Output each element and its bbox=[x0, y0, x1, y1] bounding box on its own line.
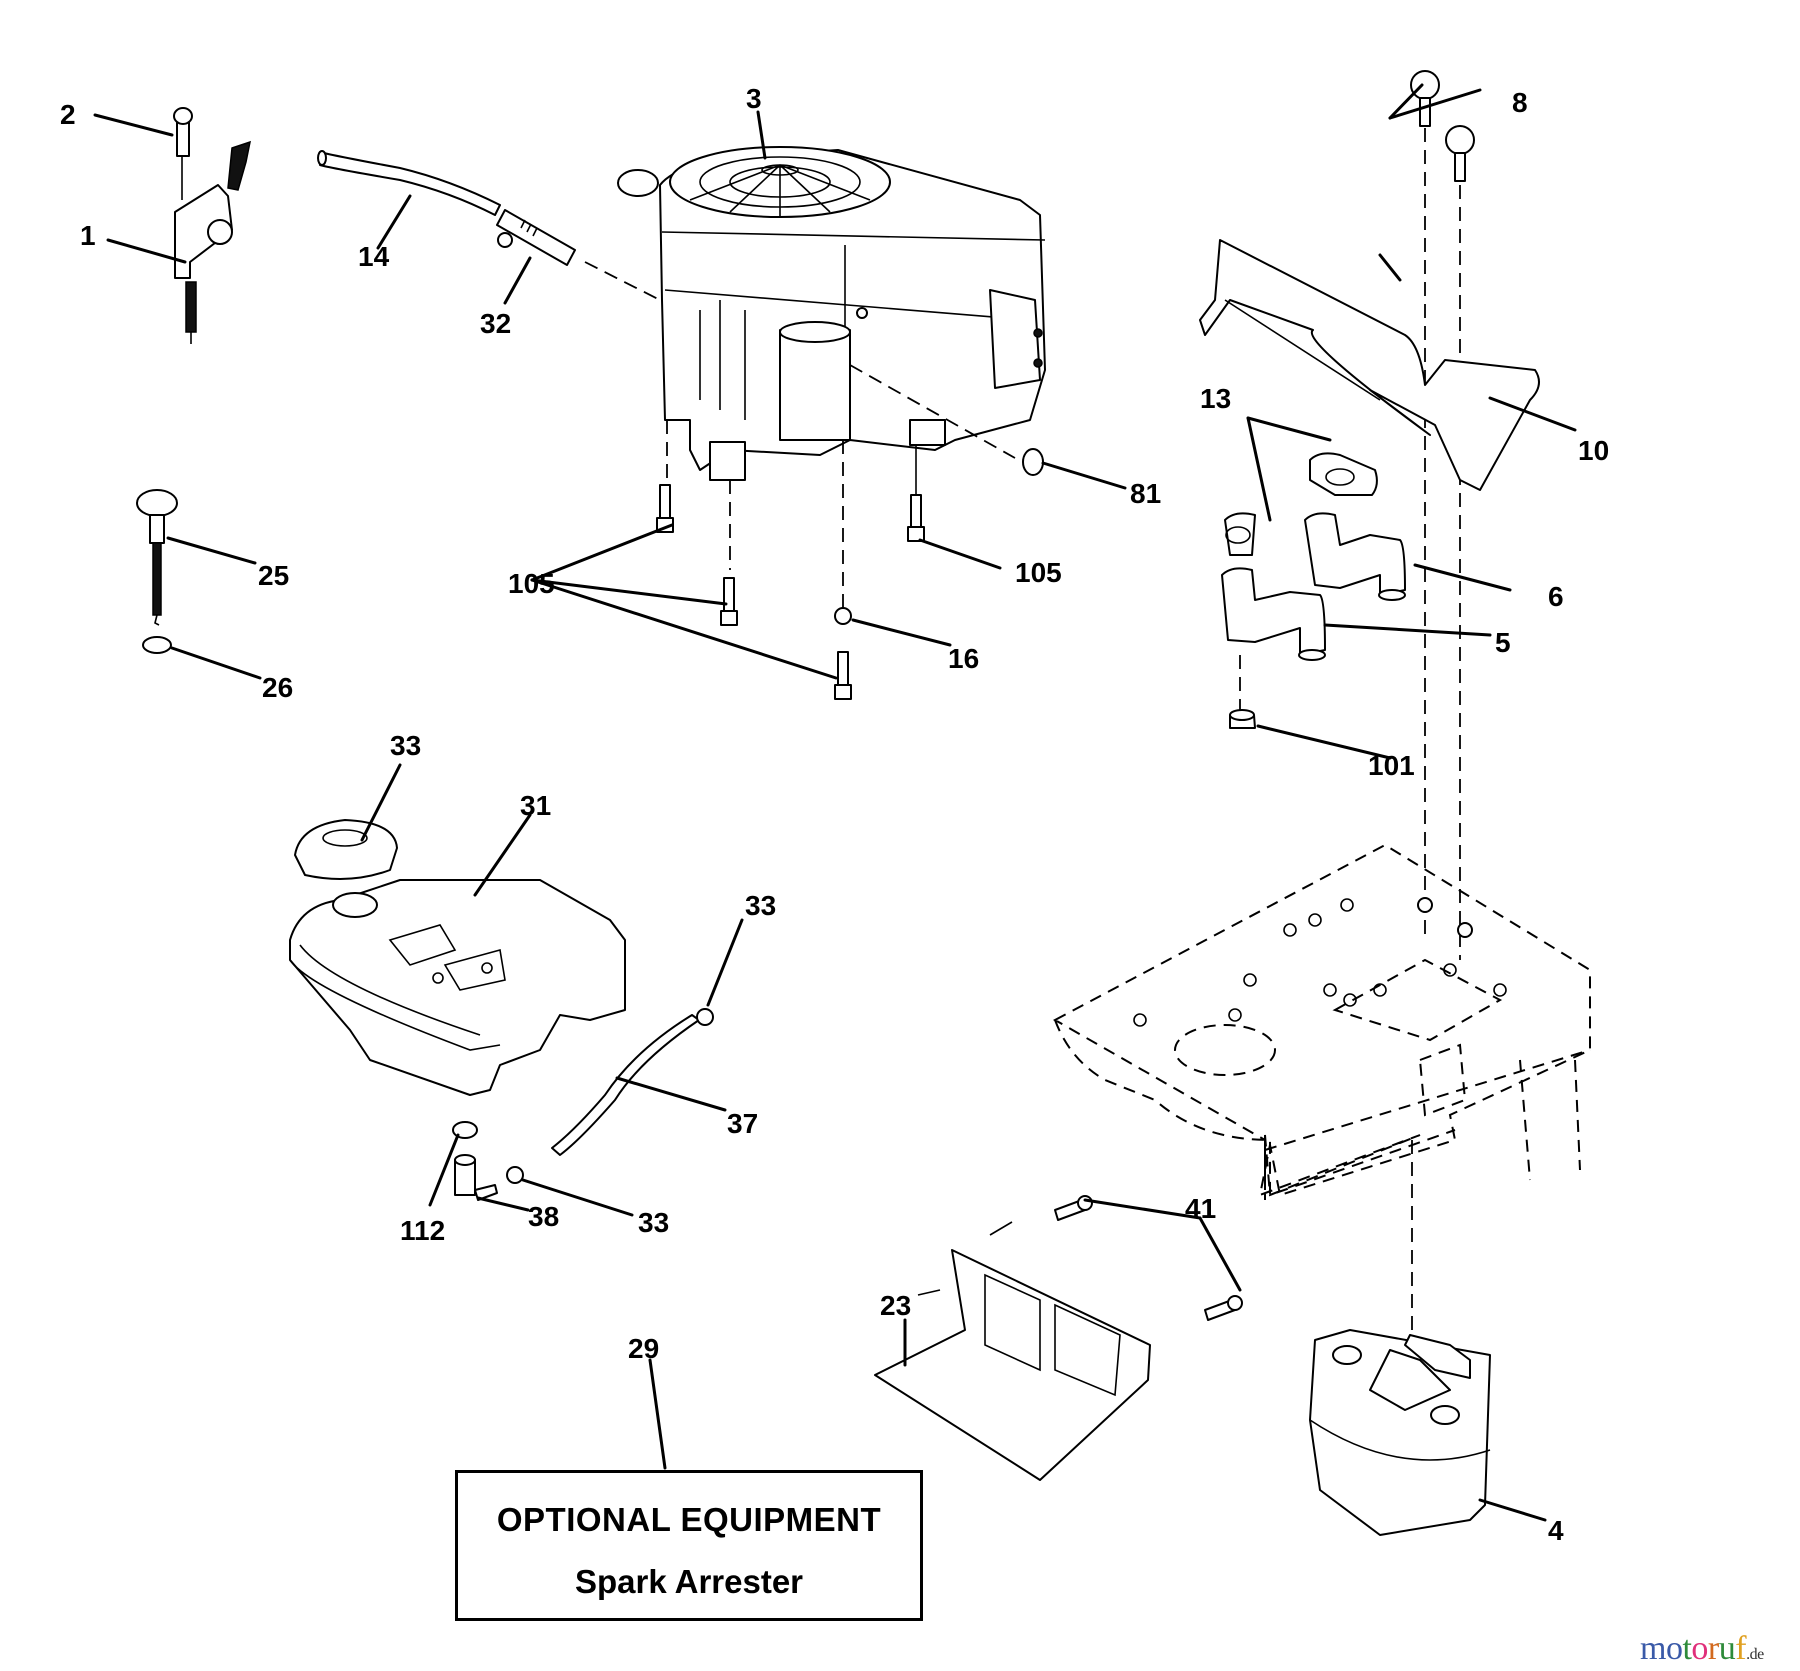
callout-38: 32 bbox=[480, 308, 511, 339]
callout-32: 33 bbox=[390, 730, 421, 761]
engine-part[interactable] bbox=[617, 146, 1046, 481]
callout-112: 112 bbox=[400, 1215, 445, 1246]
callout-6: 6 bbox=[1548, 581, 1564, 612]
fuel-filter-part[interactable] bbox=[496, 209, 661, 301]
optional-equipment-title: OPTIONAL EQUIPMENT bbox=[496, 1501, 882, 1538]
fuel-line-part[interactable] bbox=[506, 1008, 714, 1184]
callout-105a: 105 bbox=[508, 568, 555, 599]
callout-23: 23 bbox=[880, 1290, 911, 1321]
callout-1: 1 bbox=[80, 220, 96, 251]
optional-equipment-box: OPTIONAL EQUIPMENT Spark Arrester bbox=[455, 1470, 923, 1621]
callout-10: 10 bbox=[1578, 435, 1609, 466]
fuel-hose-part[interactable] bbox=[317, 150, 501, 216]
leader-lines bbox=[93, 83, 1577, 1522]
callout-2: 2 bbox=[60, 99, 76, 130]
callout-81: 81 bbox=[1130, 478, 1161, 509]
bolts-45-part[interactable] bbox=[1054, 1195, 1243, 1321]
engine-bolts-part[interactable] bbox=[656, 420, 925, 700]
callout-105b: 105 bbox=[1015, 557, 1062, 588]
logo-letter: o bbox=[1665, 1630, 1683, 1667]
callout-33b: 33 bbox=[638, 1207, 669, 1238]
callout-33a: 33 bbox=[745, 890, 776, 921]
fuel-tank-part[interactable] bbox=[289, 879, 626, 1096]
callout-31: 31 bbox=[520, 790, 551, 821]
callout-37: 37 bbox=[727, 1108, 758, 1139]
nut-81-part[interactable] bbox=[1022, 448, 1044, 476]
logo-letter: t bbox=[1682, 1630, 1692, 1667]
nut-101-part[interactable] bbox=[1229, 709, 1256, 729]
muffler-part[interactable] bbox=[1309, 1140, 1491, 1536]
muffler-guard-part[interactable] bbox=[874, 1221, 1151, 1481]
callout-4: 4 bbox=[1548, 1515, 1564, 1546]
choke-control-part[interactable] bbox=[136, 489, 178, 654]
callout-101: 101 bbox=[1368, 750, 1415, 781]
motoruf-logo: motoruf.de bbox=[1640, 1630, 1764, 1668]
heat-shield-part[interactable] bbox=[1199, 239, 1540, 491]
exhaust-pipe-6-part[interactable] bbox=[1304, 512, 1406, 601]
callout-3: 3 bbox=[746, 83, 762, 114]
callout-13: 13 bbox=[1200, 383, 1231, 414]
callout-5: 5 bbox=[1495, 627, 1511, 658]
callout-labels: 2 1 3 14 32 8 10 13 81 105 105 16 6 5 10… bbox=[60, 83, 1609, 1546]
callout-45: 41 bbox=[1185, 1193, 1216, 1224]
fuel-cap-part[interactable] bbox=[294, 819, 398, 880]
logo-tld: .de bbox=[1746, 1646, 1764, 1663]
fuel-outlet-part[interactable] bbox=[452, 1121, 498, 1201]
logo-letter: m bbox=[1640, 1630, 1666, 1667]
bolts-8-part[interactable] bbox=[1410, 70, 1475, 960]
throttle-lever-part[interactable] bbox=[173, 107, 251, 344]
callout-29: 29 bbox=[628, 1333, 659, 1364]
gaskets-part[interactable] bbox=[1224, 452, 1378, 556]
exhaust-pipe-5-part[interactable] bbox=[1221, 567, 1326, 710]
logo-letter: u bbox=[1718, 1630, 1736, 1667]
callout-8: 8 bbox=[1512, 87, 1528, 118]
callout-41: 38 bbox=[528, 1201, 559, 1232]
callout-14: 14 bbox=[358, 241, 390, 272]
logo-letter: f bbox=[1735, 1630, 1747, 1667]
logo-letter: r bbox=[1707, 1630, 1719, 1667]
callout-16: 16 bbox=[948, 643, 979, 674]
logo-letter: o bbox=[1691, 1630, 1708, 1667]
frame-outline bbox=[1052, 843, 1591, 1200]
callout-26: 26 bbox=[262, 672, 293, 703]
spark-arrester-label: Spark Arrester bbox=[574, 1563, 804, 1600]
callout-25: 25 bbox=[258, 560, 289, 591]
